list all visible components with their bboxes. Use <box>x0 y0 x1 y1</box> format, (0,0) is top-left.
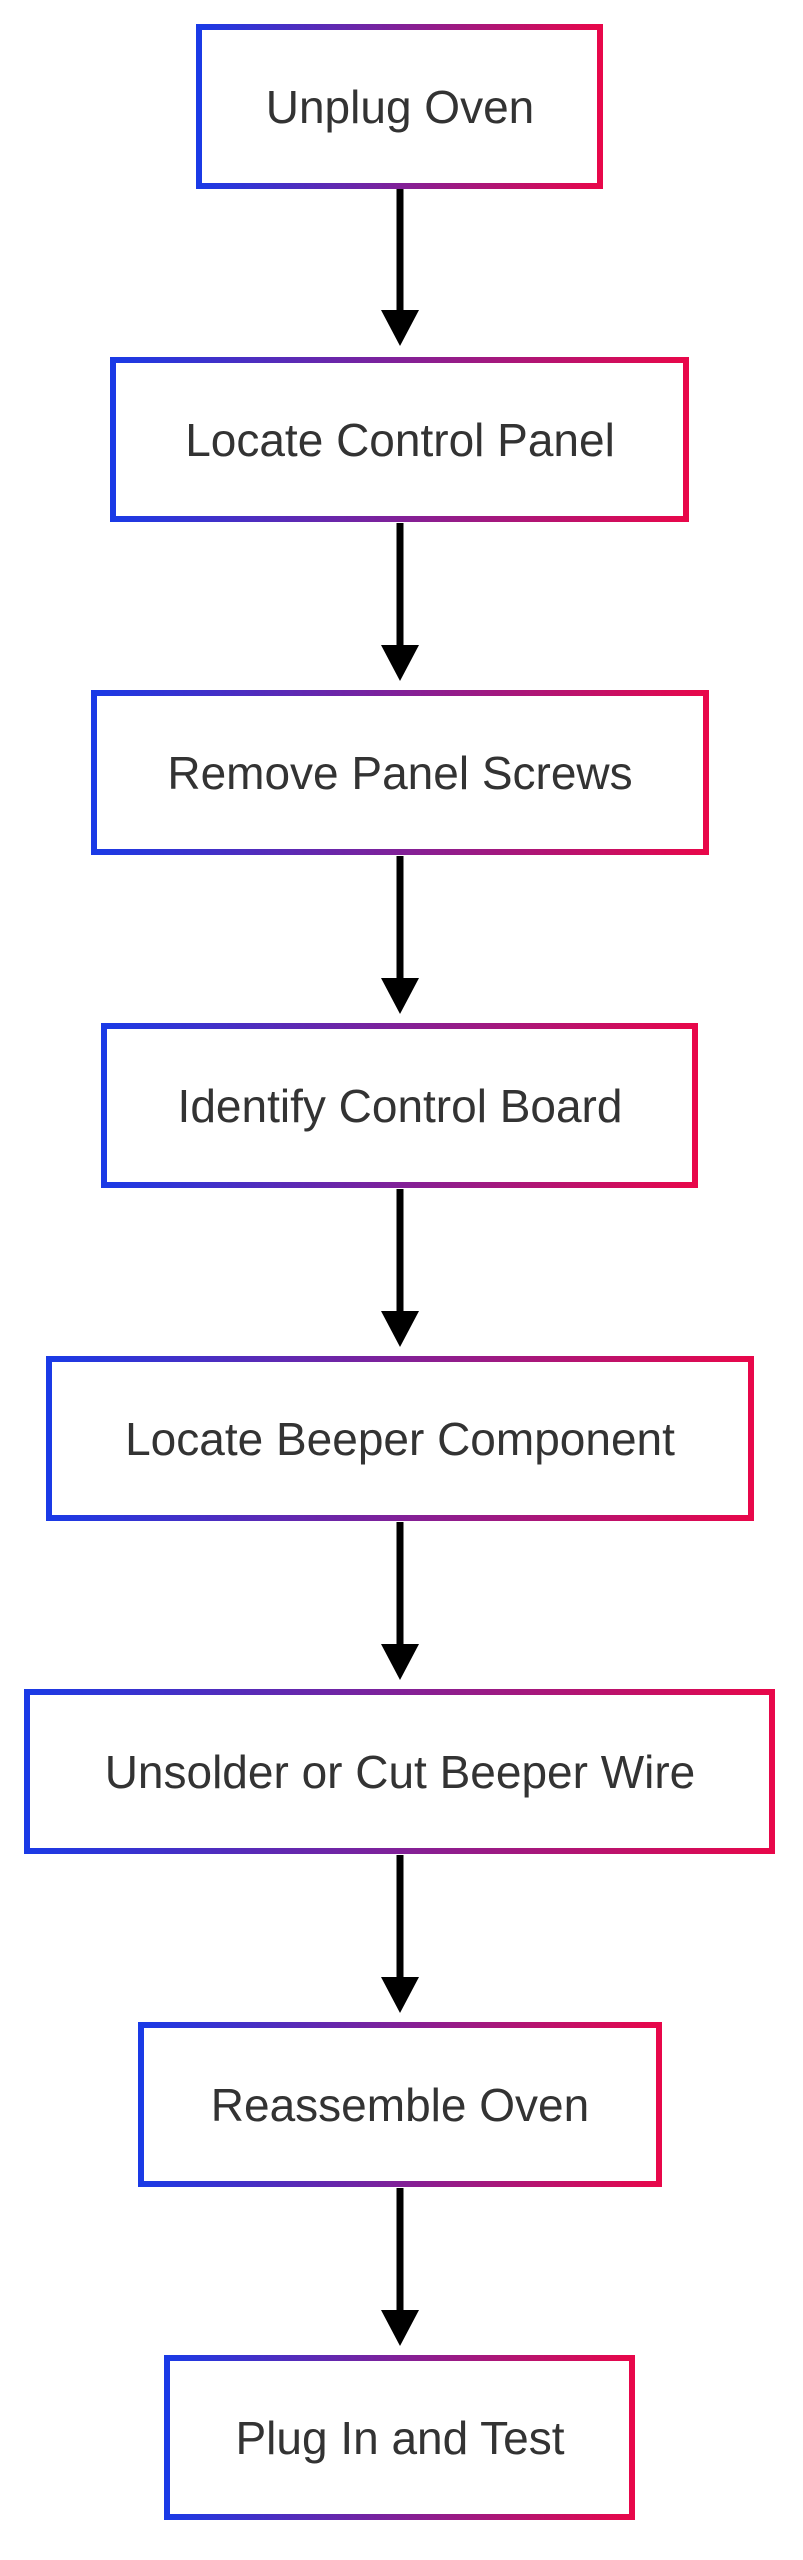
arrow-4 <box>381 1189 419 1347</box>
step-label: Locate Beeper Component <box>125 1413 675 1465</box>
step-label: Identify Control Board <box>178 1080 623 1132</box>
step-label: Remove Panel Screws <box>167 747 632 799</box>
arrow-7 <box>381 2188 419 2346</box>
step-label: Plug In and Test <box>235 2412 564 2464</box>
step-node-2: Locate Control Panel <box>110 357 689 522</box>
arrow-6 <box>381 1855 419 2013</box>
arrow-5 <box>381 1522 419 1680</box>
step-node-3: Remove Panel Screws <box>91 690 709 855</box>
step-label: Reassemble Oven <box>211 2079 589 2131</box>
arrow-2 <box>381 523 419 681</box>
step-node-5: Locate Beeper Component <box>46 1356 754 1521</box>
nodes: Unplug Oven Locate Control Panel Remove … <box>24 24 775 2520</box>
step-label: Locate Control Panel <box>185 414 615 466</box>
step-node-8: Plug In and Test <box>164 2355 635 2520</box>
step-label: Unplug Oven <box>266 81 535 133</box>
arrow-1 <box>381 189 419 346</box>
step-node-6: Unsolder or Cut Beeper Wire <box>24 1689 775 1854</box>
step-node-1: Unplug Oven <box>196 24 603 189</box>
step-label: Unsolder or Cut Beeper Wire <box>105 1746 696 1798</box>
connectors <box>381 189 419 2346</box>
step-node-7: Reassemble Oven <box>138 2022 662 2187</box>
arrow-3 <box>381 856 419 1014</box>
step-node-4: Identify Control Board <box>101 1023 698 1188</box>
